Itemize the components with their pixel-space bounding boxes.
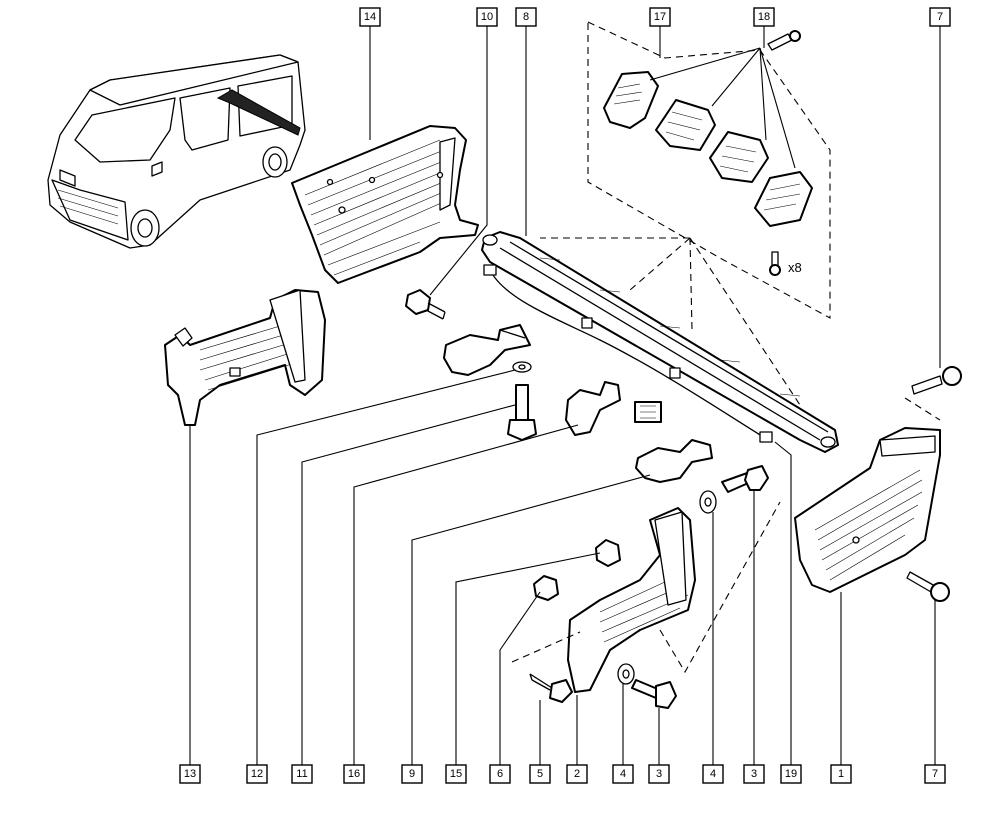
callout-bottom-6: 6 bbox=[489, 764, 511, 784]
part-6-nut bbox=[533, 575, 559, 601]
part-4-washer-lower bbox=[617, 663, 635, 685]
callout-bottom-11: 11 bbox=[291, 764, 313, 784]
svg-text:8: 8 bbox=[523, 11, 529, 23]
svg-text:4: 4 bbox=[710, 768, 716, 780]
part-7-screw-upper bbox=[911, 366, 962, 395]
part-15-nut bbox=[595, 539, 621, 567]
beam-dashed-arrows bbox=[511, 237, 941, 674]
part-10-bolt bbox=[405, 289, 446, 320]
callout-top-18: 18 bbox=[753, 7, 775, 27]
part-3-bolt-lower bbox=[631, 679, 677, 709]
svg-text:4: 4 bbox=[620, 768, 626, 780]
part-3-bolt-upper bbox=[721, 465, 769, 493]
callout-top-7: 7 bbox=[929, 7, 951, 27]
callout-top-14: 14 bbox=[359, 7, 381, 27]
svg-text:3: 3 bbox=[751, 768, 757, 780]
part-12-washer bbox=[512, 361, 532, 373]
callout-bottom-5: 5 bbox=[529, 764, 551, 784]
part-5-screw bbox=[529, 673, 573, 703]
callout-bottom-19: 19 bbox=[780, 764, 802, 784]
svg-text:17: 17 bbox=[654, 11, 666, 23]
part-2-lower-bracket bbox=[567, 507, 696, 693]
callout-bottom-7: 7 bbox=[924, 764, 946, 784]
svg-text:7: 7 bbox=[932, 768, 938, 780]
part-11-bolt bbox=[507, 384, 537, 441]
callout-top-10: 10 bbox=[476, 7, 498, 27]
van-illustration bbox=[47, 54, 306, 249]
callout-bottom-13: 13 bbox=[179, 764, 201, 784]
part-14-side-panel bbox=[291, 125, 479, 284]
svg-text:13: 13 bbox=[184, 768, 196, 780]
quantity-label: x8 bbox=[788, 260, 802, 275]
svg-text:1: 1 bbox=[838, 768, 844, 780]
callout-top-8: 8 bbox=[515, 7, 537, 27]
svg-text:18: 18 bbox=[758, 11, 770, 23]
part-7-screw-lower bbox=[906, 571, 950, 602]
callout-bottom-4b: 4 bbox=[702, 764, 724, 784]
svg-text:6: 6 bbox=[497, 768, 503, 780]
svg-text:9: 9 bbox=[409, 768, 415, 780]
part-9-bracket-clip-a bbox=[443, 324, 531, 376]
part-8-beam bbox=[481, 231, 839, 453]
callout-bottom-4a: 4 bbox=[612, 764, 634, 784]
svg-text:7: 7 bbox=[937, 11, 943, 23]
svg-text:12: 12 bbox=[251, 768, 263, 780]
svg-text:2: 2 bbox=[574, 768, 580, 780]
svg-text:11: 11 bbox=[296, 768, 307, 780]
svg-text:3: 3 bbox=[656, 768, 662, 780]
callout-bottom-1: 1 bbox=[830, 764, 852, 784]
svg-text:14: 14 bbox=[364, 11, 376, 23]
svg-text:19: 19 bbox=[785, 768, 797, 780]
svg-text:5: 5 bbox=[537, 768, 543, 780]
svg-text:15: 15 bbox=[450, 768, 462, 780]
part-18-clips-group bbox=[587, 21, 831, 319]
connector-plug bbox=[634, 401, 662, 423]
callout-bottom-3a: 3 bbox=[648, 764, 670, 784]
callout-bottom-12: 12 bbox=[246, 764, 268, 784]
leader-lines bbox=[189, 26, 941, 765]
callout-bottom-16: 16 bbox=[343, 764, 365, 784]
part-1-corner-cap bbox=[794, 427, 941, 593]
part-13-bracket bbox=[164, 289, 326, 426]
part-4-washer-upper bbox=[699, 490, 717, 514]
callout-bottom-3b: 3 bbox=[743, 764, 765, 784]
callout-bottom-15: 15 bbox=[445, 764, 467, 784]
svg-text:10: 10 bbox=[481, 11, 493, 23]
callout-top-17: 17 bbox=[649, 7, 671, 27]
callout-bottom-2: 2 bbox=[566, 764, 588, 784]
part-16-clip bbox=[565, 381, 621, 436]
svg-text:16: 16 bbox=[348, 768, 360, 780]
callout-bottom-9: 9 bbox=[401, 764, 423, 784]
